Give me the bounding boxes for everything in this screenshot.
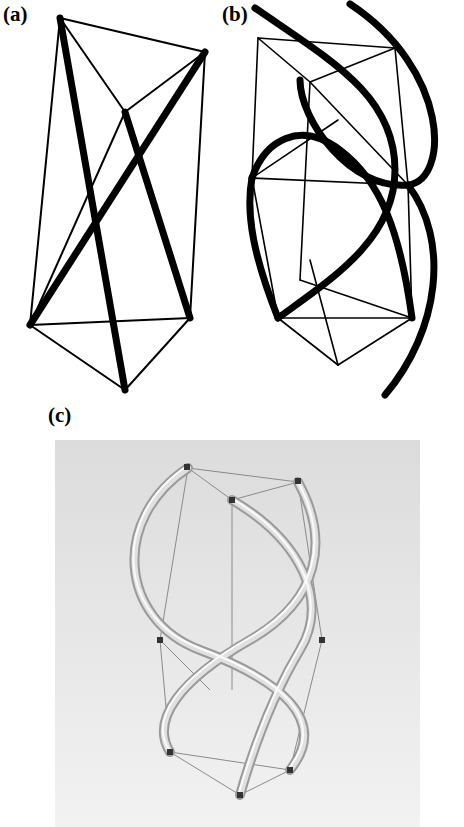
curved-strut-prism xyxy=(250,4,435,395)
model-photo xyxy=(55,440,420,827)
panel-label: (a) xyxy=(3,4,28,25)
panel-label: (c) xyxy=(48,405,71,426)
straight-strut-prism xyxy=(30,18,205,390)
panel-label: (b) xyxy=(222,4,248,25)
